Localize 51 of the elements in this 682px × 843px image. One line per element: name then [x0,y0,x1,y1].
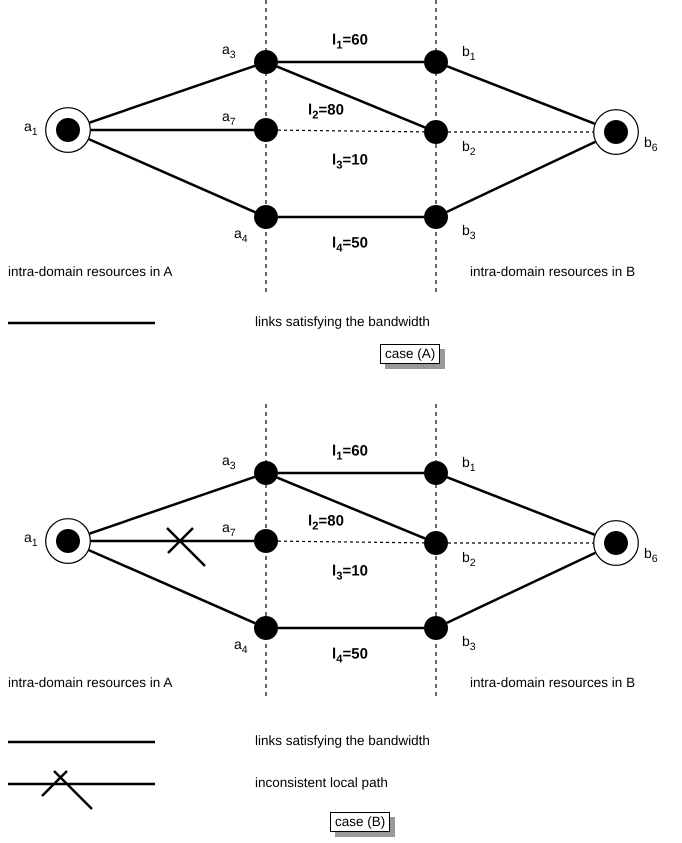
node-label: b$_{2}$ [462,138,476,154]
node-label: a$_{4}$ [234,636,248,652]
node-label: a$_{7}$ [222,108,236,124]
domain-label: intra-domain resources in A [8,264,172,280]
domain-label: intra-domain resources in B [470,264,636,280]
domain-label: intra-domain resources in B [470,675,636,691]
node-label: a$_{1}$ [24,118,38,134]
edge-label: l$_{2}$=80 [306,102,346,118]
link-line [278,626,424,630]
link-line [446,476,596,536]
link-line [278,216,424,218]
link-line [91,128,254,132]
edge-label: l$_{4}$=50 [330,234,370,252]
node-label: b$_{1}$ [462,454,476,470]
link-line [446,65,596,125]
edge-label: l$_{1}$=60 [330,442,370,460]
link-line [88,549,256,624]
node-label: b$_{3}$ [462,222,476,238]
node-label: a$_{4}$ [234,225,248,241]
legend-text: links satisfying the bandwidth [255,314,430,330]
node-label: b$_{3}$ [462,633,476,649]
link-line [276,65,426,129]
node-label: b$_{6}$ [644,545,658,561]
node-label: a$_{3}$ [222,452,236,468]
link-line [278,472,424,474]
domain-label: intra-domain resources in A [8,675,172,691]
link-line [276,476,426,540]
link-line [89,64,256,124]
link-line [89,476,256,535]
edge-label: l$_{4}$=50 [330,646,370,662]
node-label: a$_{3}$ [222,41,236,57]
edge-label: l$_{3}$=10 [330,152,370,168]
link-line [278,60,424,64]
edge-label: l$_{3}$=10 [330,562,370,580]
edge-label: l$_{2}$=80 [306,512,346,530]
crossed-link [90,526,256,568]
link-line [446,140,596,213]
dotted-link [278,540,424,544]
dotted-link [448,131,593,133]
node-label: b$_{6}$ [644,134,658,150]
node-label: b$_{2}$ [462,549,476,565]
node-label: a$_{7}$ [222,519,236,535]
legend-text: links satisfying the bandwidth [255,733,430,749]
edge-label: l$_{1}$=60 [330,32,370,48]
node-label: b$_{1}$ [462,43,476,59]
dotted-link [278,130,424,132]
node-label: a$_{1}$ [24,529,38,545]
link-line [446,552,596,624]
legend-text: inconsistent local path [255,775,388,791]
dotted-link [448,542,593,544]
link-line [88,138,256,214]
